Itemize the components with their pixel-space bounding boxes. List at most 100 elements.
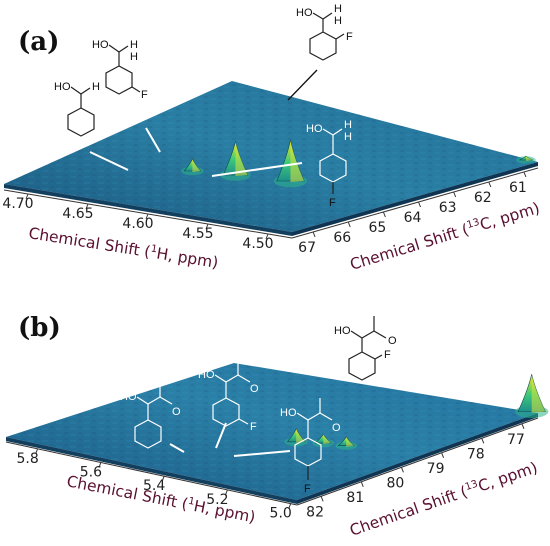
- panel-a-y-tick-mark: [453, 191, 457, 198]
- panel-a-x-tick-label: 4.55: [182, 226, 213, 242]
- structure-3-fluoro-hydroxyphenylacetone: HO O F: [198, 360, 259, 433]
- svg-text:H: H: [92, 81, 100, 93]
- panel-b-y-tick-label: 78: [467, 446, 485, 462]
- panel-a-y-tick-label: 66: [333, 230, 351, 246]
- panel-b-x-tick-mark: [98, 462, 102, 468]
- svg-text:HO: HO: [92, 39, 109, 51]
- panel-a-leader-4: [287, 69, 318, 101]
- structure-3-fluorobenzyl-alcohol: HO H H F: [92, 39, 148, 101]
- panel-a-y-tick-label: 61: [509, 180, 527, 196]
- panel-a-y-tick-mark: [347, 221, 351, 228]
- panel-a-x-tick-mark: [145, 213, 149, 220]
- svg-text:HO: HO: [280, 407, 297, 419]
- panel-b-peak: [312, 433, 335, 448]
- panel-b-y-tick-label: 80: [387, 475, 405, 491]
- panel-b-x-tick-mark: [288, 503, 292, 509]
- panel-b-y-tick-label: 79: [427, 461, 445, 477]
- panel-b-y-tick-label: 77: [507, 432, 525, 448]
- panel-a-leader-2: [145, 127, 161, 153]
- panel-a: (a) 4.704.654.604.554.50 Chemical Shift …: [2, 3, 541, 274]
- structure-4-fluorobenzyl-alcohol: HO H H F: [306, 119, 352, 209]
- panel-b-peak: [335, 436, 358, 450]
- panel-a-peak-highlight: [526, 156, 533, 161]
- panel-a-peak: [181, 158, 204, 176]
- svg-text:HO: HO: [54, 81, 71, 93]
- panel-b-right-edge: [297, 413, 538, 504]
- svg-text:F: F: [141, 89, 148, 101]
- svg-text:H: H: [344, 131, 352, 143]
- panel-b-y-tick-mark: [481, 438, 485, 444]
- panel-a-x-tick-mark: [25, 193, 29, 200]
- panel-a-y-tick-label: 67: [298, 240, 316, 256]
- panel-b-y-tick-mark: [320, 496, 324, 502]
- panel-a-leader-3: [211, 162, 303, 177]
- panel-a-x-tick-mark: [205, 223, 209, 230]
- svg-text:H: H: [344, 119, 352, 131]
- panel-a-y-tick-mark: [488, 181, 492, 188]
- panel-a-leader-1: [89, 151, 129, 171]
- structure-hydroxyphenylacetone: HO O: [120, 382, 181, 449]
- svg-text:H: H: [130, 39, 138, 51]
- panel-b-front-edge: [6, 437, 297, 504]
- svg-text:HO: HO: [306, 123, 323, 135]
- panel-a-peak: [273, 140, 308, 188]
- panel-b-y-tick-label: 82: [306, 504, 324, 520]
- panel-b-y-tick-label: 81: [346, 490, 364, 506]
- panel-a-y-tick-mark: [382, 211, 386, 218]
- panel-a-front-edge: [4, 184, 292, 236]
- panel-a-x-tick-mark: [265, 233, 269, 240]
- panel-a-right-edge: [292, 162, 538, 236]
- panel-a-y-tick-label: 64: [404, 210, 422, 226]
- panel-b-peaks: [284, 374, 549, 450]
- panel-b-x-tick-mark: [224, 489, 228, 496]
- panel-b-peak-highlight: [346, 436, 355, 447]
- panel-b-y-tick-mark: [400, 467, 404, 473]
- panel-b-leader-1: [169, 443, 185, 453]
- panel-b-x-tick-label: 5.2: [206, 492, 228, 508]
- structure-2-fluoro-hydroxyphenylacetone: HO O F: [334, 316, 397, 381]
- svg-text:HO: HO: [296, 7, 313, 19]
- panel-a-y-tick-label: 62: [474, 190, 492, 206]
- svg-text:F: F: [304, 483, 311, 495]
- svg-text:F: F: [384, 349, 391, 361]
- svg-text:O: O: [388, 335, 397, 347]
- svg-text:HO: HO: [198, 369, 215, 381]
- svg-text:H: H: [334, 15, 342, 27]
- panel-a-peak-highlight: [192, 159, 201, 172]
- structure-2-fluorobenzyl-alcohol: HO H H F: [296, 3, 353, 61]
- panel-b-peak: [515, 374, 549, 418]
- panel-a-y-tick-mark: [312, 231, 316, 238]
- panel-a-y-tick-mark: [523, 171, 527, 178]
- panel-b: (b) 5.85.65.45.25.0 Chemical Shift (1H, …: [5, 313, 549, 540]
- structure-4-fluoro-hydroxyphenylacetone: HO O F: [280, 398, 341, 495]
- panel-b-peak: [284, 427, 308, 447]
- svg-text:O: O: [172, 406, 181, 418]
- panel-a-x-tick-label: 4.50: [242, 236, 273, 252]
- structure-benzyl-alcohol: HO H: [54, 81, 100, 137]
- svg-text:H: H: [130, 51, 138, 63]
- panel-a-x-tick-label: 4.70: [2, 196, 33, 212]
- panel-b-peak-highlight: [296, 428, 305, 443]
- svg-text:HO: HO: [334, 325, 351, 337]
- svg-text:O: O: [250, 383, 259, 395]
- panel-b-x-tick-label: 5.0: [270, 506, 292, 522]
- svg-text:O: O: [332, 422, 341, 434]
- panel-b-peak-highlight: [323, 434, 332, 445]
- panel-b-y-tick-mark: [441, 452, 445, 458]
- panel-a-surface: [4, 81, 538, 236]
- panel-b-leader-3: [233, 450, 291, 457]
- panel-b-y-tick-mark: [521, 423, 525, 429]
- panel-b-x-tick-mark: [161, 476, 165, 482]
- svg-text:F: F: [346, 31, 353, 43]
- panel-a-x-tick-label: 4.60: [122, 216, 153, 232]
- panel-a-y-tick-label: 65: [368, 220, 386, 236]
- panel-b-peak-highlight: [531, 374, 546, 413]
- panel-a-y-tick-mark: [418, 201, 421, 208]
- panel-b-x-tick-label: 5.6: [80, 465, 102, 481]
- svg-text:HO: HO: [120, 391, 137, 403]
- panel-a-peak-highlight: [290, 140, 305, 182]
- svg-text:H: H: [334, 3, 342, 15]
- panel-a-peaks: [181, 140, 536, 188]
- panel-b-x-tick-mark: [35, 448, 39, 455]
